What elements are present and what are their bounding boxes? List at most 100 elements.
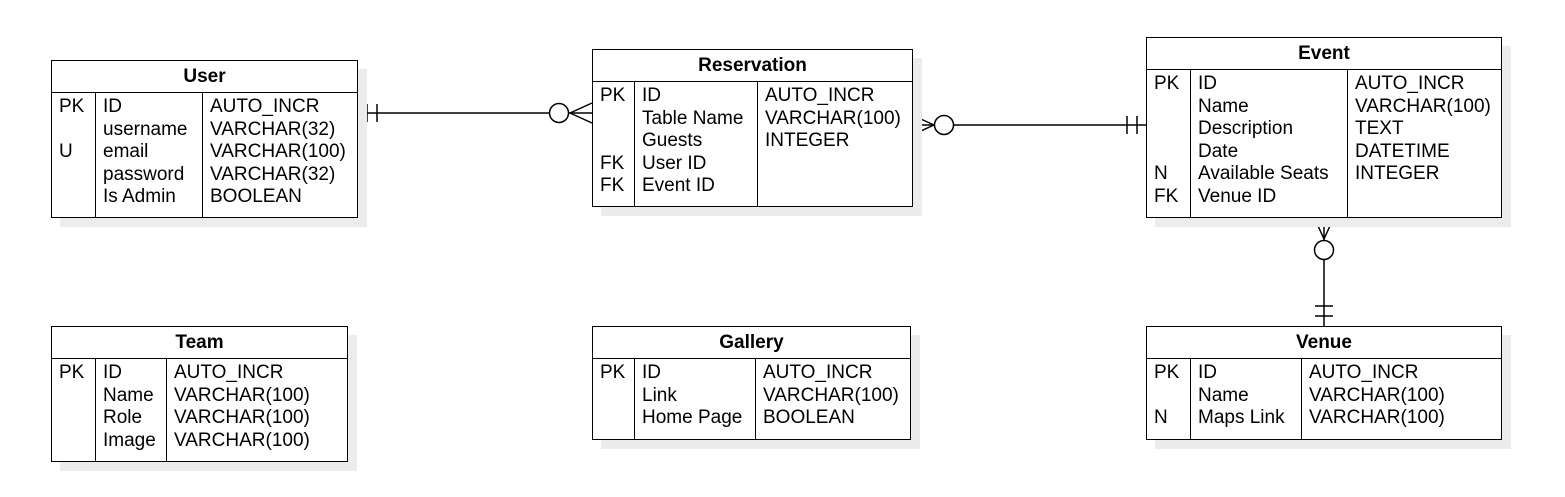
key-column: PK N [1147,359,1190,439]
key-cell [1154,96,1190,119]
zero-optional-circle [548,102,570,124]
field-name: Available Seats [1198,163,1329,184]
entity-title: Reservation [593,50,912,82]
entity-venue[interactable]: Venue PK N ID Name Maps Link AUTO_INCR V… [1146,326,1502,440]
key-cell: N [1154,407,1168,428]
key-cell: PK [59,362,85,383]
key-cell [1154,118,1190,141]
venue-event-relationship [1313,216,1335,326]
field-name: Is Admin [103,186,176,207]
key-cell [59,385,95,408]
field-name: Description [1198,118,1294,139]
key-cell [59,164,95,187]
entity-reservation[interactable]: Reservation PK FK FK ID Table Name Guest… [592,49,913,207]
entity-title: User [52,61,357,93]
field-name: ID [1198,362,1217,383]
key-cell: PK [1154,362,1180,383]
key-cell [59,186,95,209]
field-name: ID [642,85,661,106]
field-type: BOOLEAN [763,407,855,428]
key-cell: PK [600,85,626,106]
field-type: AUTO_INCR [1309,362,1419,383]
field-name: ID [642,362,661,383]
entity-title: Event [1147,38,1501,70]
field-type-column: AUTO_INCR VARCHAR(32) VARCHAR(100) VARCH… [202,93,357,217]
field-name: Maps Link [1198,407,1285,428]
field-name: username [103,118,188,140]
field-type-column: AUTO_INCR VARCHAR(100) VARCHAR(100) VARC… [166,359,347,461]
field-type: INTEGER [1355,163,1440,184]
key-cell [59,407,95,430]
key-cell [59,119,95,142]
field-type: BOOLEAN [210,186,302,207]
field-type: AUTO_INCR [210,96,320,117]
entity-title: Gallery [593,327,910,359]
field-type: VARCHAR(100) [1309,384,1445,406]
entity-title: Venue [1147,327,1501,359]
crowfoot-lower [569,112,593,124]
crowfoot-left [1313,216,1325,240]
zero-optional-circle [933,114,955,136]
key-cell [1154,141,1190,164]
field-name: Name [1198,95,1249,117]
entity-event[interactable]: Event PK N FK ID Name Description Date A… [1146,37,1502,218]
key-column: PK U [52,93,95,217]
field-type: TEXT [1355,118,1404,139]
field-name: Date [1198,140,1239,162]
field-type: VARCHAR(100) [174,384,310,406]
key-column: PK [52,359,95,461]
field-name: email [103,141,149,162]
field-type [765,153,912,176]
field-name: ID [103,362,122,383]
field-name-column: ID Name Role Image [95,359,166,461]
field-type: INTEGER [765,130,850,151]
field-name: Venue ID [1198,185,1277,207]
entity-user[interactable]: User PK U ID username email password Is … [51,60,358,218]
event-reservation-relationship [911,114,1147,136]
key-cell [600,407,634,430]
key-cell: PK [1154,73,1180,94]
key-cell: PK [59,96,85,117]
field-type [765,175,912,198]
field-type: VARCHAR(100) [1355,95,1491,117]
field-type: AUTO_INCR [1355,73,1465,94]
entity-title: Team [52,327,347,359]
field-type: VARCHAR(32) [210,163,336,185]
field-type: VARCHAR(100) [174,407,310,428]
field-name: Home Page [642,407,743,428]
key-cell: FK [1154,185,1179,207]
field-name: Link [642,384,677,406]
field-name: Image [103,429,156,451]
field-name-column: ID Name Maps Link [1190,359,1301,439]
key-cell [1154,385,1190,408]
crowfoot-right [1323,216,1335,240]
field-name: Guests [642,130,703,151]
field-name: User ID [642,152,707,174]
crowfoot-upper [911,114,935,126]
key-cell [59,430,95,453]
field-name-column: ID Name Description Date Available Seats… [1190,70,1347,217]
field-type-column: AUTO_INCR VARCHAR(100) TEXT DATETIME INT… [1347,70,1501,217]
key-cell [600,385,634,408]
field-name: Name [103,384,154,406]
field-name-column: ID username email password Is Admin [95,93,202,217]
crowfoot-upper [569,102,593,114]
key-cell: PK [600,362,626,383]
field-type: VARCHAR(100) [763,384,899,406]
field-name-column: ID Link Home Page [634,359,755,439]
entity-gallery[interactable]: Gallery PK ID Link Home Page AUTO_INCR V… [592,326,911,440]
key-column: PK N FK [1147,70,1190,217]
field-type-column: AUTO_INCR VARCHAR(100) INTEGER [757,82,912,206]
key-column: PK FK FK [593,82,634,206]
field-name: password [103,163,185,185]
key-cell: FK [600,175,625,196]
field-name: ID [103,96,122,117]
entity-team[interactable]: Team PK ID Name Role Image AUTO_INCR VAR… [51,326,348,462]
field-name: Event ID [642,175,715,196]
key-cell: FK [600,152,625,174]
user-reservation-relationship [357,102,593,124]
zero-optional-circle [1313,239,1335,261]
field-type: VARCHAR(100) [765,107,901,129]
field-name-column: ID Table Name Guests User ID Event ID [634,82,757,206]
field-type: AUTO_INCR [174,362,284,383]
